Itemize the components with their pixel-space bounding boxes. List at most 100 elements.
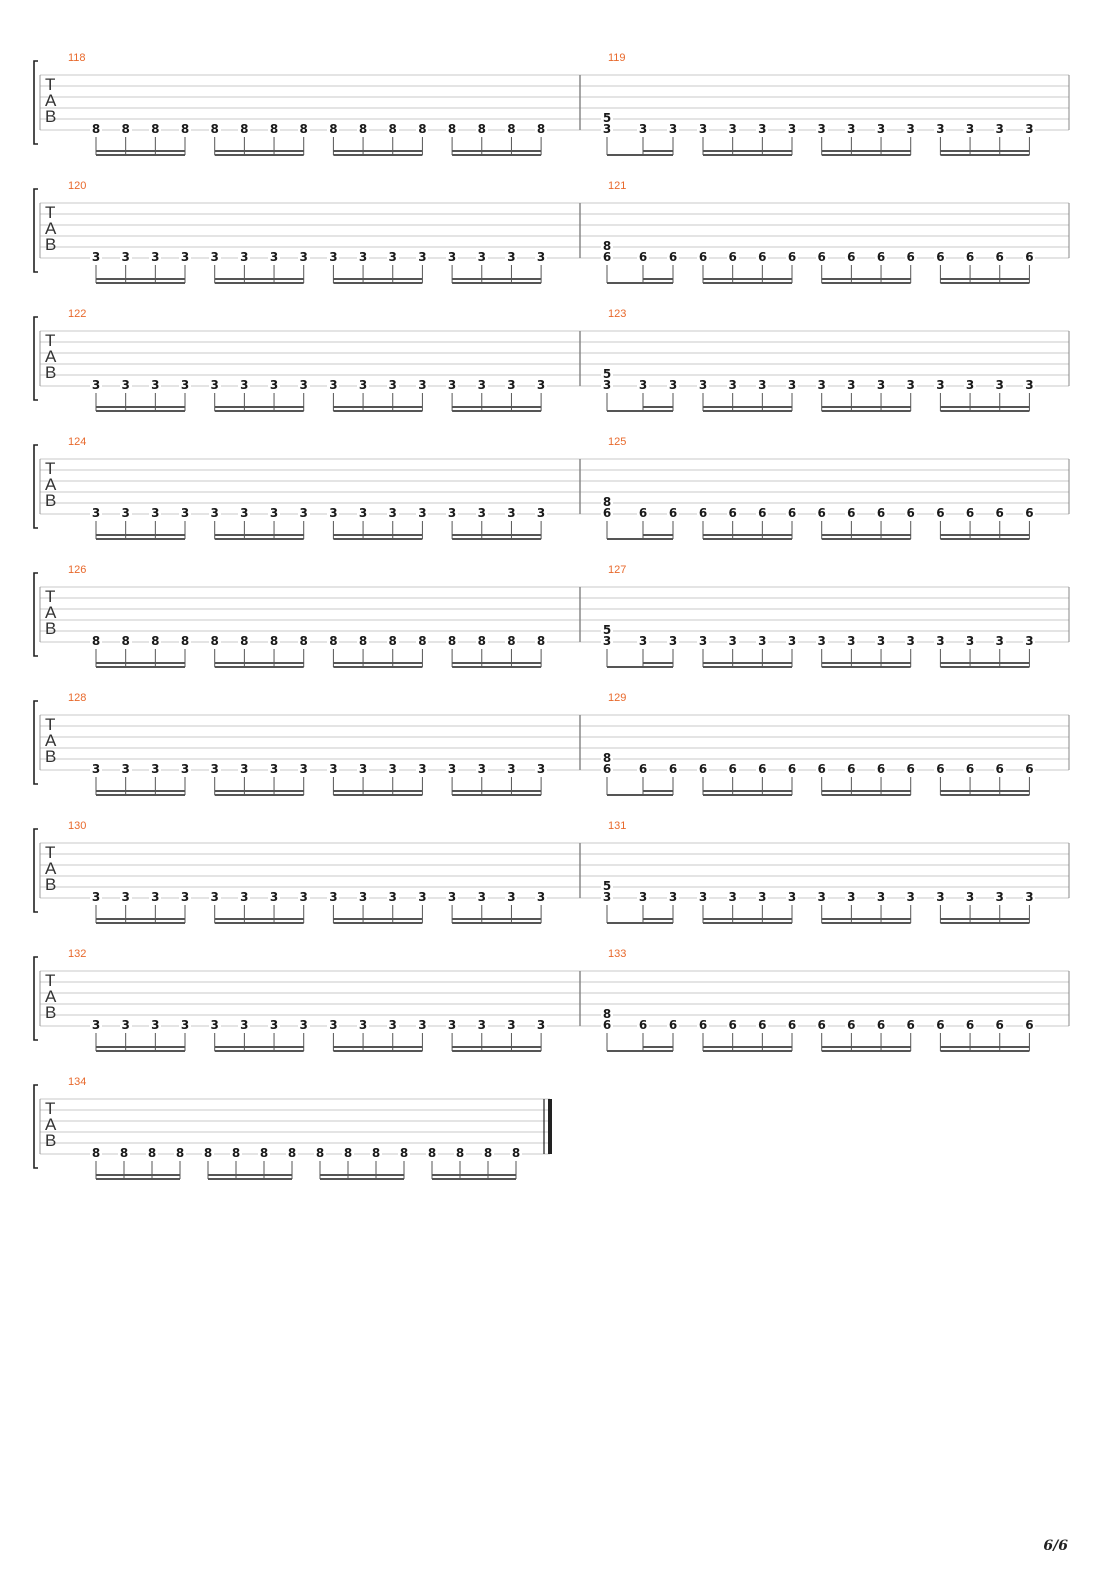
fret-number: 3 [179, 378, 191, 392]
fret-number: 3 [667, 122, 679, 136]
fret-number: 3 [637, 378, 649, 392]
fret-number: 6 [637, 762, 649, 776]
fret-number: 3 [327, 506, 340, 520]
fret-number: 6 [756, 506, 769, 520]
fret-number: 8 [268, 634, 281, 648]
tab-clef-letter: T [45, 587, 56, 606]
fret-number: 3 [601, 122, 613, 136]
fret-number: 3 [119, 890, 132, 904]
fret-number: 8 [297, 122, 310, 136]
fret-number: 3 [726, 122, 739, 136]
fret-number: 8 [535, 122, 548, 136]
fret-number: 3 [179, 890, 191, 904]
fret-number: 3 [505, 378, 518, 392]
measure-number: 133 [608, 948, 627, 960]
fret-number: 3 [637, 890, 649, 904]
fret-number: 3 [297, 506, 310, 520]
measure-number: 128 [68, 692, 87, 704]
tab-clef-letter: B [45, 619, 57, 638]
fret-number: 6 [726, 250, 739, 264]
fret-number: 3 [119, 250, 132, 264]
fret-number: 3 [149, 506, 162, 520]
tab-clef-letter: B [45, 875, 57, 894]
fret-number: 8 [357, 122, 370, 136]
fret-number: 6 [786, 1018, 798, 1032]
fret-number: 6 [1023, 506, 1036, 520]
fret-number: 3 [475, 890, 488, 904]
fret-number: 6 [875, 1018, 888, 1032]
fret-number: 8 [314, 1146, 326, 1160]
fret-number: 3 [845, 634, 858, 648]
fret-number: 3 [697, 634, 709, 648]
measure-number: 129 [608, 692, 627, 704]
fret-number: 3 [149, 250, 162, 264]
system-bracket [33, 956, 38, 1041]
fret-number: 5 [601, 111, 613, 125]
fret-number: 6 [845, 506, 858, 520]
fret-number: 3 [637, 122, 649, 136]
fret-number: 3 [875, 378, 888, 392]
fret-number: 3 [446, 250, 459, 264]
fret-number: 3 [535, 378, 548, 392]
fret-number: 3 [386, 378, 399, 392]
fret-number: 3 [535, 506, 548, 520]
fret-number: 3 [90, 1018, 102, 1032]
fret-number: 3 [149, 890, 162, 904]
system-bracket [33, 700, 38, 785]
fret-number: 6 [993, 250, 1006, 264]
fret-number: 8 [179, 122, 191, 136]
fret-number: 8 [119, 122, 132, 136]
system-bracket [33, 1084, 38, 1169]
fret-number: 8 [146, 1146, 158, 1160]
tab-clef-letter: T [45, 843, 56, 862]
fret-number: 3 [786, 122, 798, 136]
fret-number: 3 [667, 890, 679, 904]
fret-number: 3 [815, 634, 828, 648]
fret-number: 3 [238, 506, 251, 520]
fret-number: 6 [993, 762, 1006, 776]
fret-number: 6 [934, 762, 947, 776]
fret-number: 8 [202, 1146, 214, 1160]
fret-number: 3 [149, 378, 162, 392]
fret-number: 8 [416, 634, 429, 648]
fret-number: 8 [370, 1146, 382, 1160]
fret-number: 3 [475, 378, 488, 392]
fret-number: 3 [238, 378, 251, 392]
fret-number: 3 [601, 378, 613, 392]
system-bracket [33, 188, 38, 273]
measure-number: 123 [608, 308, 627, 320]
fret-number: 6 [667, 506, 679, 520]
fret-number: 3 [357, 378, 370, 392]
fret-number: 3 [90, 506, 102, 520]
fret-number: 3 [416, 378, 429, 392]
fret-number: 3 [667, 634, 679, 648]
tab-clef-letter: A [45, 475, 57, 494]
fret-number: 8 [327, 122, 340, 136]
fret-number: 3 [268, 506, 281, 520]
fret-number: 3 [535, 890, 548, 904]
tab-clef-letter: T [45, 331, 56, 350]
fret-number: 8 [149, 634, 162, 648]
fret-number: 3 [505, 1018, 518, 1032]
fret-number: 3 [179, 250, 191, 264]
fret-number: 6 [875, 506, 888, 520]
fret-number: 8 [446, 634, 459, 648]
tab-clef-letter: A [45, 91, 57, 110]
fret-number: 3 [964, 122, 977, 136]
measure-number: 119 [608, 52, 626, 64]
fret-number: 3 [238, 890, 251, 904]
fret-number: 8 [327, 634, 340, 648]
fret-number: 3 [119, 506, 132, 520]
fret-number: 6 [964, 762, 977, 776]
fret-number: 3 [90, 890, 102, 904]
fret-number: 3 [786, 634, 798, 648]
fret-number: 6 [726, 506, 739, 520]
fret-number: 8 [119, 634, 132, 648]
fret-number: 6 [904, 506, 917, 520]
fret-number: 3 [845, 378, 858, 392]
fret-number: 6 [667, 1018, 679, 1032]
tab-clef-letter: A [45, 219, 57, 238]
fret-number: 3 [446, 506, 459, 520]
fret-number: 8 [238, 122, 251, 136]
